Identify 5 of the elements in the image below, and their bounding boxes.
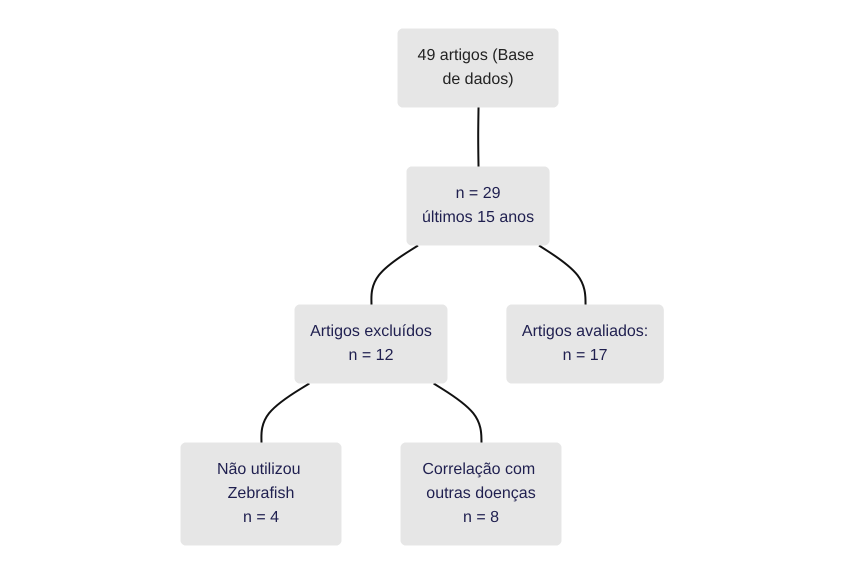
connector bbox=[370, 244, 418, 306]
connector bbox=[538, 244, 586, 306]
connector bbox=[477, 107, 480, 168]
connector bbox=[260, 382, 310, 444]
connector bbox=[433, 382, 482, 444]
